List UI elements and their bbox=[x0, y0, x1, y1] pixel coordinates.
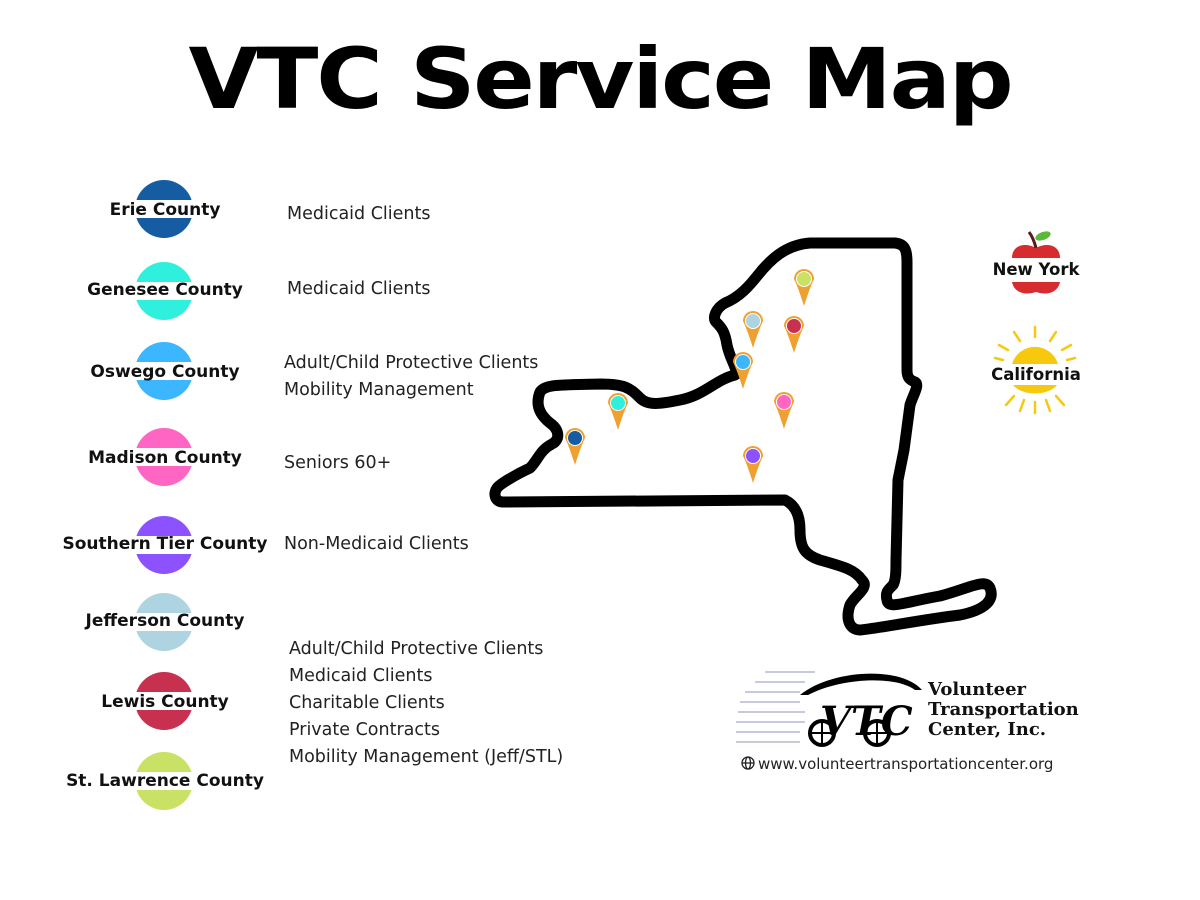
county-genesee: Genesee County bbox=[55, 262, 275, 324]
county-label: Lewis County bbox=[101, 692, 229, 712]
map-pin-st-lawrence[interactable] bbox=[794, 269, 814, 306]
service-item: Medicaid Clients bbox=[289, 666, 433, 686]
sun-icon bbox=[993, 325, 1077, 415]
service-item: Non-Medicaid Clients bbox=[284, 534, 469, 554]
services-madison: Seniors 60+ bbox=[284, 450, 391, 477]
apple-icon bbox=[1012, 231, 1060, 294]
vtc-logo-mark: VTC bbox=[736, 671, 922, 747]
globe-icon bbox=[741, 756, 755, 770]
map-pin-genesee[interactable] bbox=[608, 393, 628, 430]
service-item: Seniors 60+ bbox=[284, 453, 392, 473]
map-pin-lewis[interactable] bbox=[784, 316, 804, 353]
website-link[interactable]: www.volunteertransportationcenter.org bbox=[758, 755, 1054, 773]
services-north-country: Adult/Child Protective Clients Medicaid … bbox=[289, 636, 563, 771]
county-oswego: Oswego County bbox=[55, 342, 275, 404]
map-pin-erie[interactable] bbox=[565, 428, 585, 465]
service-item: Adult/Child Protective Clients bbox=[284, 353, 539, 373]
service-item: Private Contracts bbox=[289, 720, 440, 740]
disc-band bbox=[125, 613, 205, 631]
county-label: Erie County bbox=[109, 200, 221, 220]
county-label: Oswego County bbox=[90, 362, 240, 382]
disc-band bbox=[125, 448, 205, 466]
county-madison: Madison County bbox=[55, 428, 275, 490]
map-pin-madison[interactable] bbox=[774, 392, 794, 429]
county-label: Madison County bbox=[88, 448, 242, 468]
county-label: St. Lawrence County bbox=[66, 771, 264, 791]
service-item: Medicaid Clients bbox=[287, 204, 431, 224]
county-southern-tier: Southern Tier County bbox=[55, 516, 275, 578]
service-item: Adult/Child Protective Clients bbox=[289, 639, 544, 659]
service-item: Charitable Clients bbox=[289, 693, 445, 713]
county-label: Jefferson County bbox=[85, 611, 245, 631]
disc-band bbox=[125, 772, 205, 790]
service-item: Medicaid Clients bbox=[287, 279, 431, 299]
state-new-york: New York bbox=[992, 260, 1080, 279]
county-lewis: Lewis County bbox=[55, 672, 275, 734]
county-erie: Erie County bbox=[55, 180, 275, 242]
services-oswego: Adult/Child Protective Clients Mobility … bbox=[284, 350, 538, 404]
disc-band bbox=[125, 536, 205, 554]
logo-line-2: Transportation bbox=[928, 699, 1079, 720]
state-california: California bbox=[991, 365, 1081, 384]
county-st-lawrence: St. Lawrence County bbox=[55, 752, 275, 814]
state-outline bbox=[489, 237, 997, 636]
county-label: Genesee County bbox=[87, 280, 243, 300]
sun-bottom-half bbox=[1013, 385, 1057, 394]
map-pin-southern-tier[interactable] bbox=[743, 446, 763, 483]
disc-band bbox=[125, 200, 205, 218]
services-genesee: Medicaid Clients bbox=[287, 276, 431, 303]
disc-band bbox=[125, 282, 205, 300]
map-pin-jefferson[interactable] bbox=[743, 311, 763, 348]
logo-org-name: Volunteer Transportation Center, Inc. bbox=[928, 680, 1079, 740]
services-erie: Medicaid Clients bbox=[287, 201, 431, 228]
service-item: Mobility Management (Jeff/STL) bbox=[289, 747, 564, 767]
service-item: Mobility Management bbox=[284, 380, 474, 400]
disc-band bbox=[125, 362, 205, 380]
logo-line-1: Volunteer bbox=[928, 679, 1027, 700]
logo-line-3: Center, Inc. bbox=[928, 719, 1047, 740]
county-label: Southern Tier County bbox=[62, 534, 268, 554]
disc-band bbox=[125, 692, 205, 710]
county-jefferson: Jefferson County bbox=[55, 593, 275, 655]
page-title: VTC Service Map bbox=[188, 30, 1013, 128]
map-pin-oswego[interactable] bbox=[733, 352, 753, 389]
services-southern-tier: Non-Medicaid Clients bbox=[284, 531, 469, 558]
sun-top-half bbox=[1012, 346, 1058, 364]
